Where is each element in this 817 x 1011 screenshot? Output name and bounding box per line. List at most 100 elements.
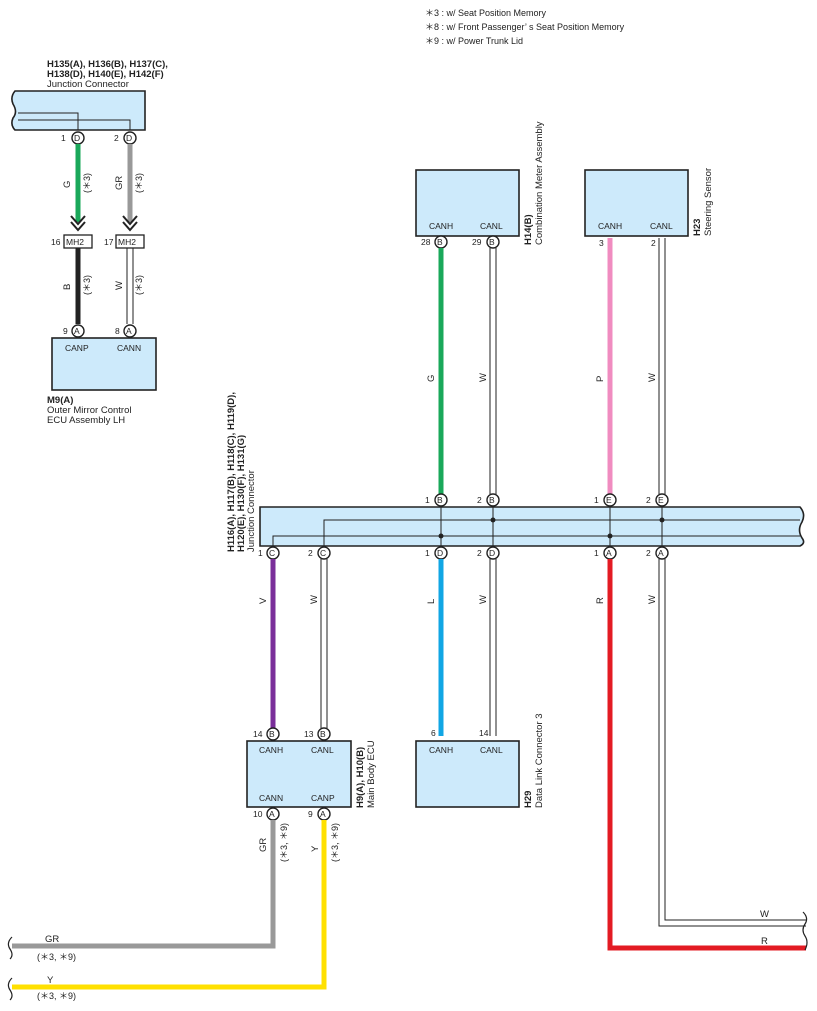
junction-main-ids: H116(A), H117(B), H118(C), H119(D), [226,392,237,552]
wire-note: (＊3) [134,173,144,193]
steering-canh: CANH [598,221,622,231]
mirror-id: M9(A) [47,395,73,406]
wire-label-gr: GR [114,176,125,190]
wire-label-w: W [478,373,489,382]
pin-label: 28 [421,237,431,247]
pin-circle [317,727,331,741]
pin-label: 2 [308,548,313,558]
pin-letter: A [269,809,275,819]
mirror-name1: Outer Mirror Control [47,405,131,416]
connector-chevron-icon [122,215,138,232]
combo-name: Combination Meter Assembly [534,121,545,245]
wire-label-w: W [647,595,658,604]
pin-label: 13 [304,729,314,739]
junction-main-ids2: H120(E), H130(F), H131(G) [236,435,247,552]
steering-canl: CANL [650,221,673,231]
pin-label: 8 [115,326,120,336]
combo-id: H14(B) [523,214,534,245]
wire-label-w: W [647,373,658,382]
wire-w-steering [658,559,806,927]
pin-label: 14 [253,729,263,739]
wire-label-v: V [258,597,269,604]
mh2-label: MH2 [118,237,136,247]
pin-label: 1 [425,548,430,558]
wire-label-w-right: W [760,909,769,920]
steering-id: H23 [692,219,703,236]
wire-label-r: R [595,597,606,604]
wire-gr-bottom [12,820,276,949]
pin-label: 2 [646,495,651,505]
pin-label: 14 [479,728,489,738]
mirror-canp: CANP [65,343,89,353]
junction-top-name: Junction Connector [47,79,129,90]
wire-note-left: (＊3, ＊9) [37,991,76,1001]
wire-note-left: (＊3, ＊9) [37,952,76,962]
pin-letter: E [606,495,612,505]
wire-label-l: L [426,599,437,604]
splice-dot [659,517,665,523]
pin-label: 1 [61,133,66,143]
pin-label: 6 [431,728,436,738]
junction-main-bus [272,519,800,546]
wire-note: (＊3) [82,173,92,193]
wire-label-y-left: Y [47,975,54,986]
steering-box [584,169,689,237]
pin-label: 1 [594,495,599,505]
wire-note: (＊3, ＊9) [330,823,340,862]
junction-top-ids: H135(A), H136(B), H137(C), [47,59,168,70]
pin-label: 2 [646,548,651,558]
pin-label: 9 [308,809,313,819]
wire-label-p: P [595,376,606,382]
pin-label: 10 [253,809,263,819]
pin-letter: B [489,495,495,505]
wire-r [607,559,806,951]
pin-label: 2 [114,133,119,143]
main-body-ecu-box [246,740,352,808]
note-3: ＊3 : w/ Seat Position Memory [425,8,547,18]
main-body-canl: CANL [311,745,334,755]
pin-label: 29 [472,237,482,247]
wire-y-bottom [12,820,327,990]
wire-break-left [7,977,13,1001]
pin-letter: B [269,729,275,739]
pin-circle [71,324,85,338]
pin-letter: A [658,548,664,558]
pin-letter: A [126,326,132,336]
pin-letter: D [126,133,132,143]
steering-name: Steering Sensor [703,168,714,236]
main-body-canh: CANH [259,745,283,755]
pin-circle [266,727,280,741]
pin-circle [317,546,331,560]
mirror-ecu-box [51,337,157,391]
pin-label: 16 [51,237,61,247]
pin-circle [655,546,669,560]
main-body-id: H9(A), H10(B) [355,747,366,808]
pin-label: 9 [63,326,68,336]
note-9: ＊9 : w/ Power Trunk Lid [425,36,523,46]
splice-dot [490,517,496,523]
wire-note: (＊3, ＊9) [279,823,289,862]
combo-meter-box [415,169,520,237]
pin-label: 1 [425,495,430,505]
wire-label-w: W [114,281,125,290]
junction-main-name: Junction Connector [246,470,257,552]
splice-dot [438,533,444,539]
mirror-name2: ECU Assembly LH [47,415,125,426]
dlc-id: H29 [523,791,534,808]
note-8: ＊8 : w/ Front Passenger’ s Seat Position… [425,22,625,32]
wire-label-b: B [62,284,73,290]
pin-letter: A [606,548,612,558]
splice-dot [607,533,613,539]
dlc-box [415,740,520,808]
wire-note: (＊3) [134,275,144,295]
combo-canl: CANL [480,221,503,231]
wire-label-gr-left: GR [45,934,59,945]
pin-letter: D [437,548,443,558]
pin-label: 2 [651,238,656,248]
pin-letter: D [489,548,495,558]
pin-letter: B [489,237,495,247]
pin-label: 2 [477,548,482,558]
pin-label: 3 [599,238,604,248]
